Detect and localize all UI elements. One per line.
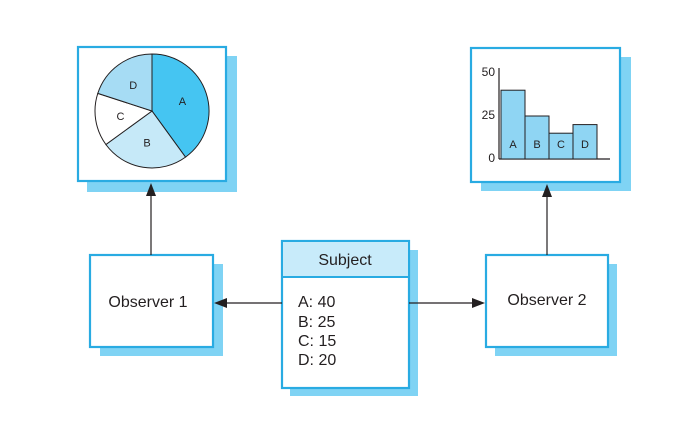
bar-label-a: A [509, 139, 517, 151]
subject-header [283, 242, 408, 277]
pie-chart [94, 53, 210, 169]
pie-slice-c [94, 92, 154, 146]
y-tick-label-50: 50 [482, 65, 496, 79]
observer-1: Observer 1 [88, 253, 223, 356]
pie-slice-label-a: A [179, 96, 187, 108]
y-tick-label-25: 25 [482, 108, 496, 122]
subject-title: Subject [318, 252, 372, 269]
subject-value-c: C: 15 [298, 333, 336, 350]
pie-slice-a [151, 53, 210, 158]
bar-label-d: D [581, 139, 589, 151]
observer-1-box [88, 253, 215, 349]
bar-category-labels: A B C D [509, 139, 589, 151]
pie-slice-b [105, 110, 187, 169]
bar-d [572, 124, 598, 160]
arrowhead-observer-1 [214, 298, 227, 308]
subject-value-b: B: 25 [298, 314, 335, 331]
pie-slice-label-b: B [143, 138, 150, 150]
pie-chart-labels: A B C D [117, 80, 187, 149]
pie-slice-label-c: C [117, 111, 125, 123]
arrowhead-observer-2 [472, 298, 485, 308]
pie-chart-view: A B C D [76, 45, 237, 192]
bar-chart: A B C D 50 25 0 [482, 65, 610, 165]
bar-label-c: C [557, 139, 565, 151]
y-tick-label-0: 0 [488, 151, 495, 165]
connectors [146, 183, 552, 308]
bar-b [524, 115, 550, 160]
bar-label-b: B [533, 139, 540, 151]
observer-1-label: Observer 1 [108, 294, 187, 311]
observer-2-label: Observer 2 [507, 292, 586, 309]
bar-series [500, 89, 598, 160]
bar-view-frame [469, 46, 622, 184]
bar-chart-view: A B C D 50 25 0 [469, 46, 631, 191]
pie-slice-label-d: D [129, 80, 137, 92]
pie-slice-d [97, 53, 153, 112]
arrowhead-bar-view [542, 184, 552, 197]
subject-value-a: A: 40 [298, 294, 335, 311]
subject-value-d: D: 20 [298, 352, 336, 369]
observer-2: Observer 2 [484, 253, 617, 356]
subject: Subject A: 40 B: 25 C: 15 D: 20 [280, 239, 418, 396]
arrowhead-pie-view [146, 183, 156, 196]
